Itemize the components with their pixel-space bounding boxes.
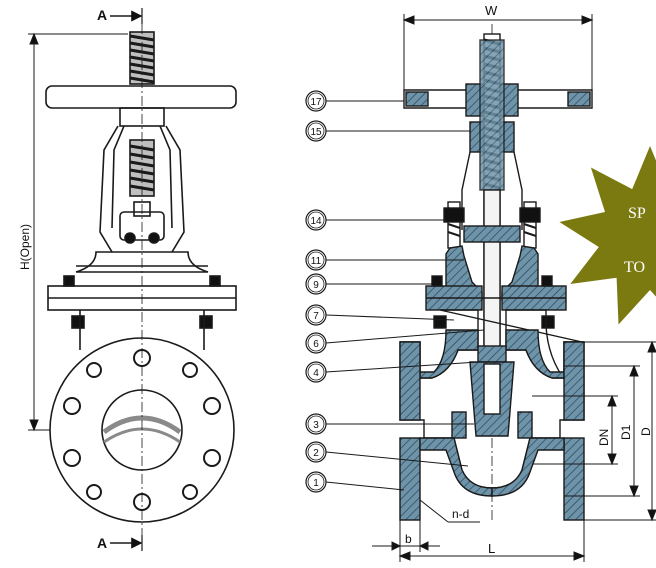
height-dimension xyxy=(28,32,128,432)
length-label: L xyxy=(488,541,495,556)
flange-thickness-label: b xyxy=(405,532,412,546)
part-callout-number: 15 xyxy=(310,127,322,138)
part-callout-number: 17 xyxy=(310,97,322,108)
section-mark-bottom xyxy=(110,535,143,551)
part-callout-number: 1 xyxy=(313,478,319,489)
part-callout-17: 17 xyxy=(305,90,404,112)
section-mark-top xyxy=(110,8,143,24)
handwheel xyxy=(45,85,237,109)
badge-line-1: SP xyxy=(628,205,646,222)
part-callout-number: 6 xyxy=(313,339,319,350)
part-callout-number: 11 xyxy=(311,256,322,267)
part-callout-2: 2 xyxy=(305,441,469,467)
part-callout-14: 14 xyxy=(305,209,446,231)
front-view xyxy=(45,8,237,551)
part-callout-number: 7 xyxy=(313,311,319,322)
part-callout-6: 6 xyxy=(305,329,485,354)
part-callouts: 17 15 14 11 9 7 6 4 3 2 1 xyxy=(305,90,485,493)
part-callout-number: 9 xyxy=(313,280,319,291)
part-callout-number: 3 xyxy=(313,420,319,431)
section-label-bottom: A xyxy=(97,535,107,551)
badge-line-2: TO xyxy=(624,259,645,276)
bolt-holes xyxy=(63,349,221,511)
part-callout-number: 4 xyxy=(313,368,319,379)
width-label: W xyxy=(485,3,498,18)
dn-label: DN xyxy=(597,429,611,446)
part-callout-9: 9 xyxy=(305,273,432,295)
part-callout-1: 1 xyxy=(305,471,405,493)
starburst-badge: SP TO xyxy=(559,146,656,325)
flange-dimensions xyxy=(532,340,656,522)
length-dimension xyxy=(372,520,586,562)
section-label-top: A xyxy=(97,7,107,23)
width-dimension xyxy=(402,14,594,90)
part-callout-15: 15 xyxy=(305,120,470,142)
part-callout-7: 7 xyxy=(305,304,455,326)
stem-thread xyxy=(129,31,155,85)
part-callout-4: 4 xyxy=(305,361,479,383)
bolt-holes-label: n-d xyxy=(452,507,469,521)
handwheel-section xyxy=(403,89,593,109)
part-callout-number: 2 xyxy=(313,448,319,459)
part-callout-number: 14 xyxy=(310,216,322,227)
d1-label: D1 xyxy=(619,424,633,440)
yoke xyxy=(99,125,185,253)
part-callout-11: 11 xyxy=(305,249,464,271)
height-open-label: H(Open) xyxy=(18,224,32,270)
section-view xyxy=(399,14,594,523)
stem-nut xyxy=(477,345,507,363)
part-callout-3: 3 xyxy=(305,413,474,435)
d-label: D xyxy=(639,427,653,436)
